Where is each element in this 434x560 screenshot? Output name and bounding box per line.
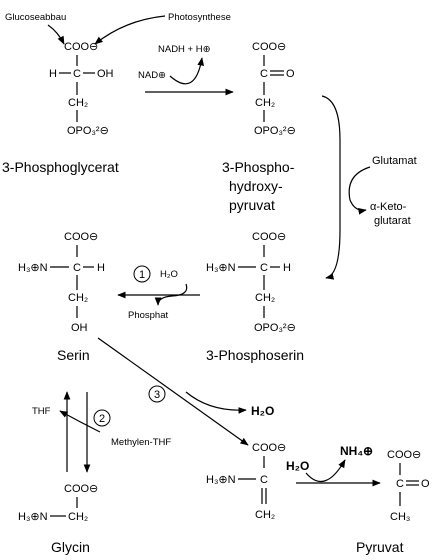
svg-text:CH₂: CH₂ xyxy=(68,292,88,304)
h2o-arc-1 xyxy=(154,283,188,306)
serin-name: Serin xyxy=(57,347,90,363)
step-1-marker xyxy=(133,265,151,283)
hydrolysis-arc xyxy=(305,459,346,483)
transamination-arrow xyxy=(321,95,341,280)
h2o-label-4: H₂O xyxy=(286,459,309,473)
svg-text:OPO₃²⊖: OPO₃²⊖ xyxy=(67,125,109,137)
thf-label: THF xyxy=(32,406,51,417)
glutamat-arc xyxy=(348,166,371,215)
arrow-step-3 xyxy=(97,337,249,446)
svg-text:H₃⊕N: H₃⊕N xyxy=(18,262,48,274)
svg-text:COO⊖: COO⊖ xyxy=(64,483,98,495)
photosynthese-label: Photosynthese xyxy=(168,12,231,23)
svg-text:CH₂: CH₂ xyxy=(255,97,275,109)
aminoacrylat-structure: COO⊖ H₃⊕N C CH₂ xyxy=(206,442,286,521)
step-2-marker xyxy=(93,409,111,427)
phosphat-label: Phosphat xyxy=(128,310,169,321)
svg-text:CH₂: CH₂ xyxy=(68,511,88,523)
h2o-arc-3 xyxy=(185,391,247,414)
svg-text:CH₃: CH₃ xyxy=(390,511,410,523)
svg-text:COO⊖: COO⊖ xyxy=(252,41,286,53)
h2o-label-3: H₂O xyxy=(251,404,274,418)
phosphohydroxypyruvat-name-2: hydroxy- xyxy=(229,178,283,194)
phosphohydroxypyruvat-structure: COO⊖ C O CH₂ OPO₃²⊖ xyxy=(252,41,296,137)
svg-text:COO⊖: COO⊖ xyxy=(64,231,98,243)
svg-text:O: O xyxy=(286,68,295,80)
svg-text:COO⊖: COO⊖ xyxy=(64,41,98,53)
svg-text:COO⊖: COO⊖ xyxy=(387,449,421,461)
glycin-structure: COO⊖ H₃⊕N CH₂ xyxy=(18,483,98,523)
svg-text:COO⊖: COO⊖ xyxy=(252,442,286,454)
svg-text:C: C xyxy=(73,68,81,80)
thf-arc xyxy=(59,410,101,433)
svg-text:COO⊖: COO⊖ xyxy=(252,231,286,243)
svg-text:C: C xyxy=(260,474,268,486)
svg-text:CH₂: CH₂ xyxy=(255,509,275,521)
svg-text:C: C xyxy=(73,262,81,274)
svg-text:C: C xyxy=(260,262,268,274)
step-2-number: 2 xyxy=(99,413,105,425)
svg-text:OH: OH xyxy=(97,68,114,80)
svg-text:OH: OH xyxy=(71,322,88,334)
svg-text:H: H xyxy=(283,262,291,274)
h2o-label-1: H₂O xyxy=(160,269,178,280)
phosphohydroxypyruvat-name-3: pyruvat xyxy=(229,197,275,213)
glucoseabbau-label: Glucoseabbau xyxy=(5,12,66,23)
svg-text:H₃⊕N: H₃⊕N xyxy=(18,511,48,523)
phosphoglycerat-structure: COO⊖ H C OH CH₂ OPO₃²⊖ xyxy=(49,41,114,137)
svg-text:H: H xyxy=(97,262,105,274)
pyruvat-name: Pyruvat xyxy=(356,539,404,555)
svg-text:CH₂: CH₂ xyxy=(255,292,275,304)
nh4-label: NH₄⊕ xyxy=(340,444,373,458)
ketoglutarat-label-1: α-Keto- xyxy=(370,201,407,213)
svg-text:OPO₃²⊖: OPO₃²⊖ xyxy=(254,322,296,334)
phosphoserin-name: 3-Phosphoserin xyxy=(206,347,304,363)
methylen-thf-label: Methylen-THF xyxy=(111,437,171,448)
glutamat-label: Glutamat xyxy=(372,155,417,167)
phosphoglycerat-name: 3-Phosphoglycerat xyxy=(2,159,119,175)
svg-text:O: O xyxy=(421,478,430,490)
step-1-number: 1 xyxy=(139,269,145,281)
step-3-number: 3 xyxy=(154,389,160,401)
ketoglutarat-label-2: glutarat xyxy=(374,215,411,227)
svg-text:OPO₃²⊖: OPO₃²⊖ xyxy=(254,125,296,137)
step-3-marker xyxy=(148,385,166,403)
svg-text:H: H xyxy=(49,68,57,80)
svg-text:C: C xyxy=(260,68,268,80)
glycin-name: Glycin xyxy=(51,539,90,555)
nad-label: NAD⊕ xyxy=(138,70,166,81)
svg-text:H₃⊕N: H₃⊕N xyxy=(206,262,236,274)
arrow-glucoseabbau xyxy=(47,24,65,45)
nad-cofactor-arc xyxy=(169,57,205,85)
nadh-label: NADH + H⊕ xyxy=(158,44,211,55)
svg-text:C: C xyxy=(396,478,404,490)
phosphoserin-structure: COO⊖ H₃⊕N C H CH₂ OPO₃²⊖ xyxy=(206,231,296,334)
pyruvat-structure: COO⊖ C O CH₃ xyxy=(387,449,430,523)
phosphohydroxypyruvat-name-1: 3-Phospho- xyxy=(222,159,295,175)
svg-text:CH₂: CH₂ xyxy=(68,97,88,109)
arrow-photosynthese xyxy=(94,15,166,45)
svg-text:H₃⊕N: H₃⊕N xyxy=(206,474,236,486)
serin-structure: COO⊖ H₃⊕N C H CH₂ OH xyxy=(18,231,105,334)
